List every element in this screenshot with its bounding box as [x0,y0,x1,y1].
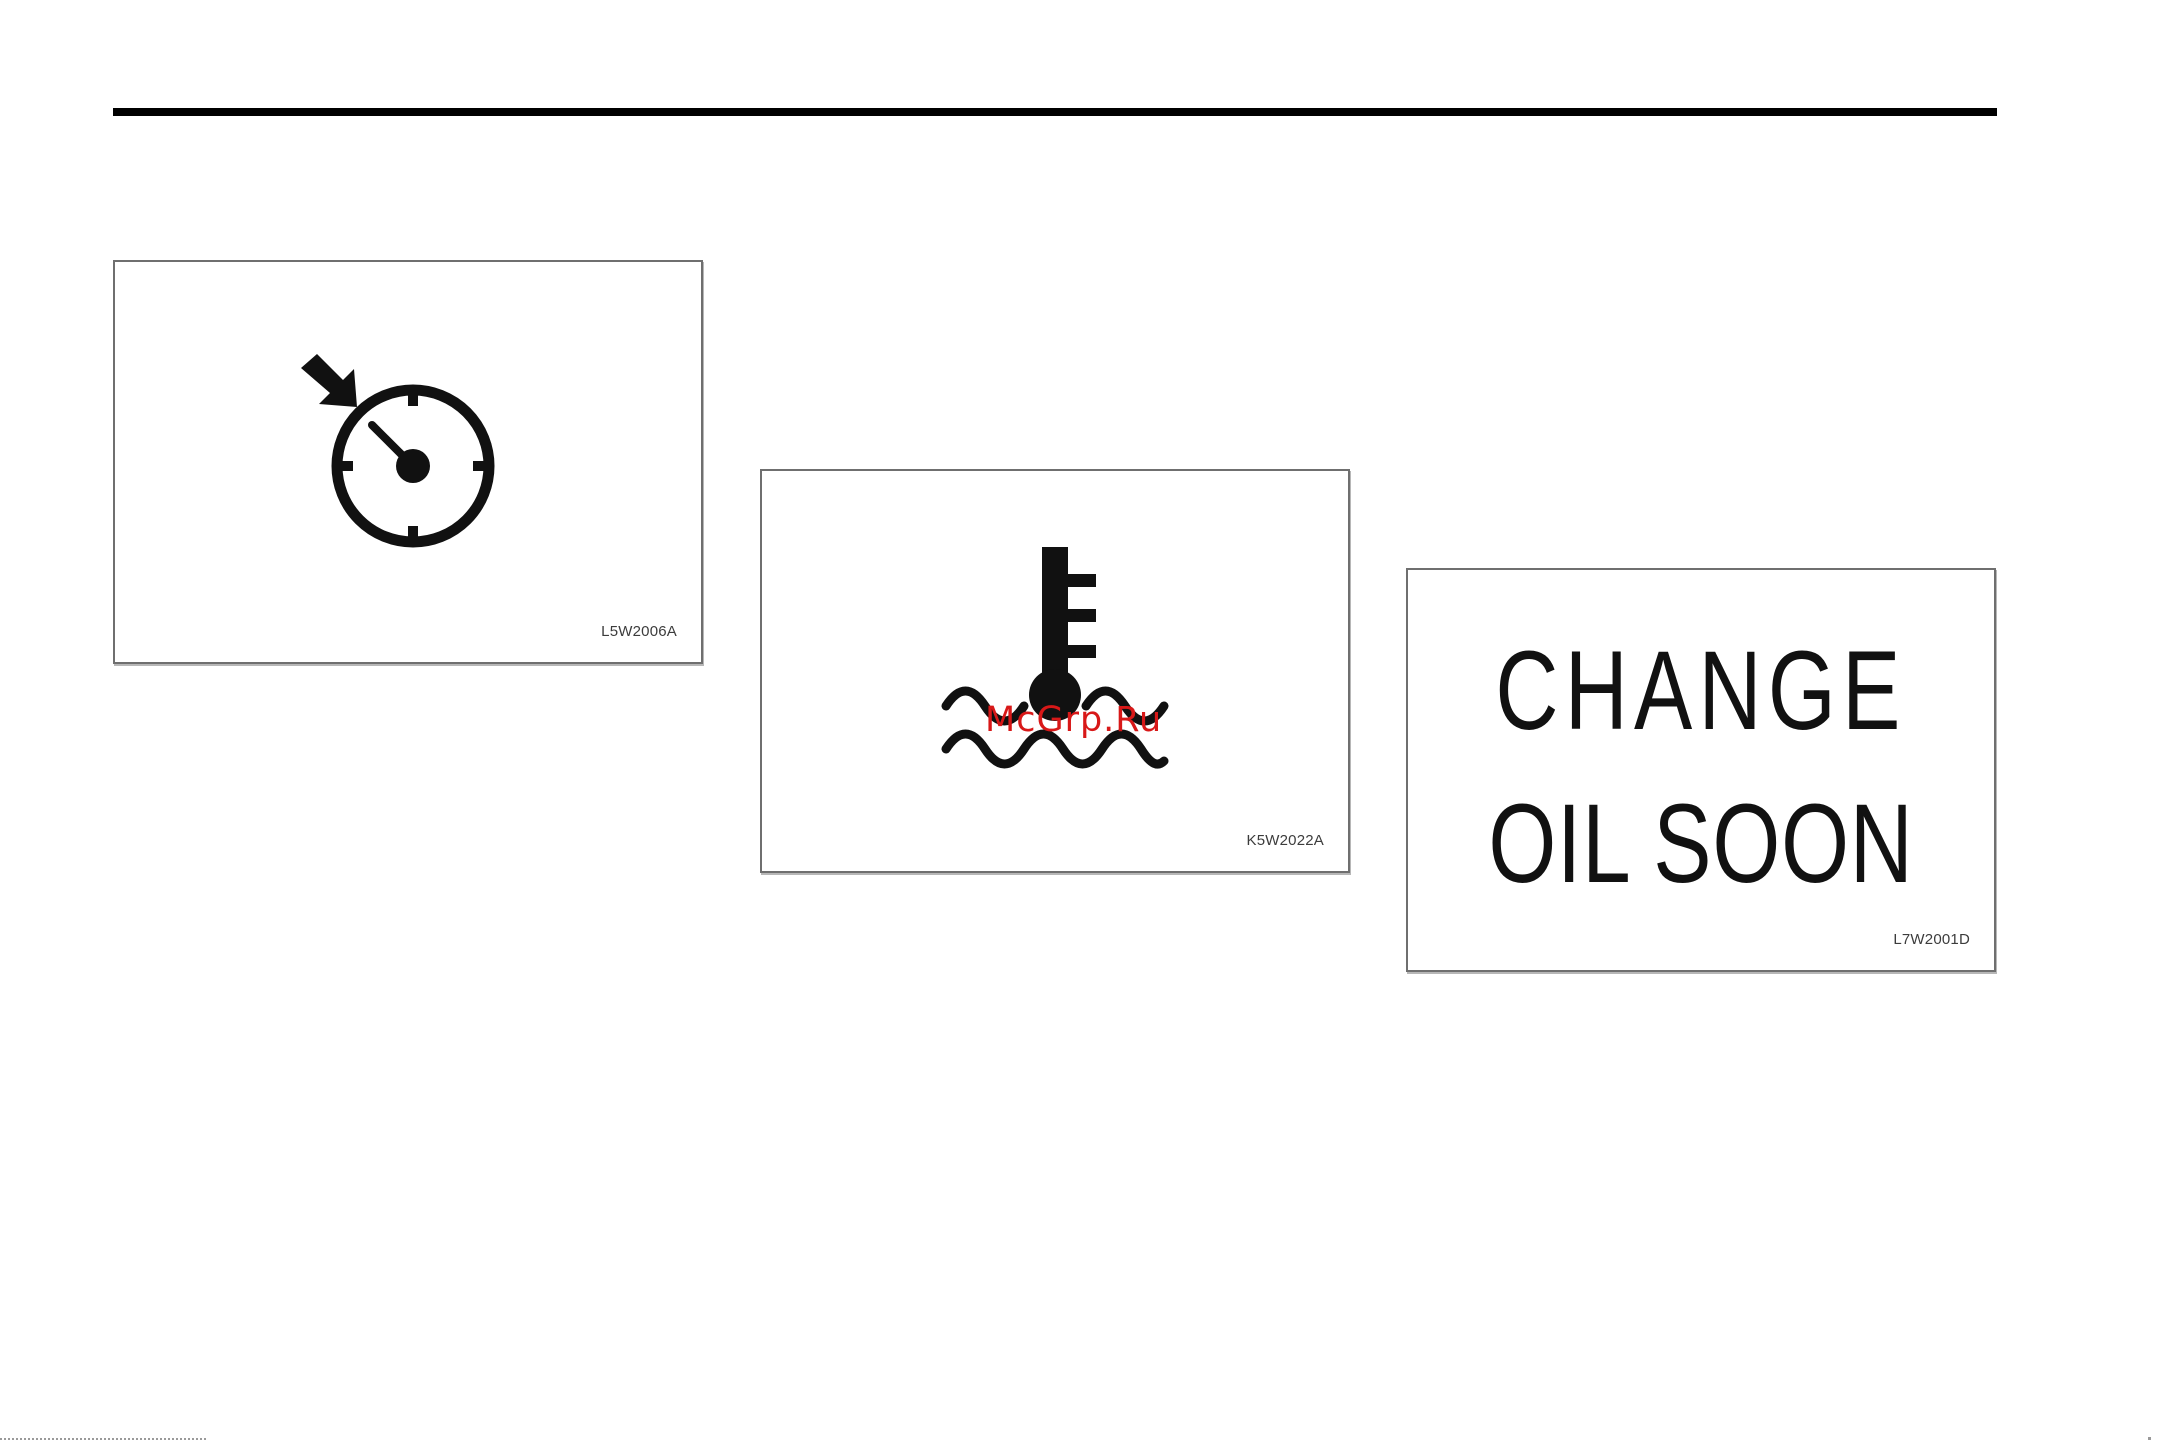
page-edge-mark [2148,1437,2151,1440]
figure-code: L7W2001D [1893,931,1970,948]
message-line-1: CHANGE [1472,635,1929,747]
change-oil-soon-figure: CHANGE OIL SOON L7W2001D [1406,568,1996,972]
coolant-temperature-icon [762,471,1348,871]
page-bottom-rule [0,1438,206,1440]
cruise-control-speedometer-icon [115,262,701,662]
coolant-temperature-figure: K5W2022A [760,469,1350,873]
watermark: McGrp.Ru [985,700,1162,740]
cruise-control-figure: L5W2006A [113,260,703,664]
figure-code: L5W2006A [601,623,677,640]
message-line-2: OIL SOON [1472,788,1929,900]
figure-code: K5W2022A [1247,832,1324,849]
page-top-rule [113,108,1997,116]
